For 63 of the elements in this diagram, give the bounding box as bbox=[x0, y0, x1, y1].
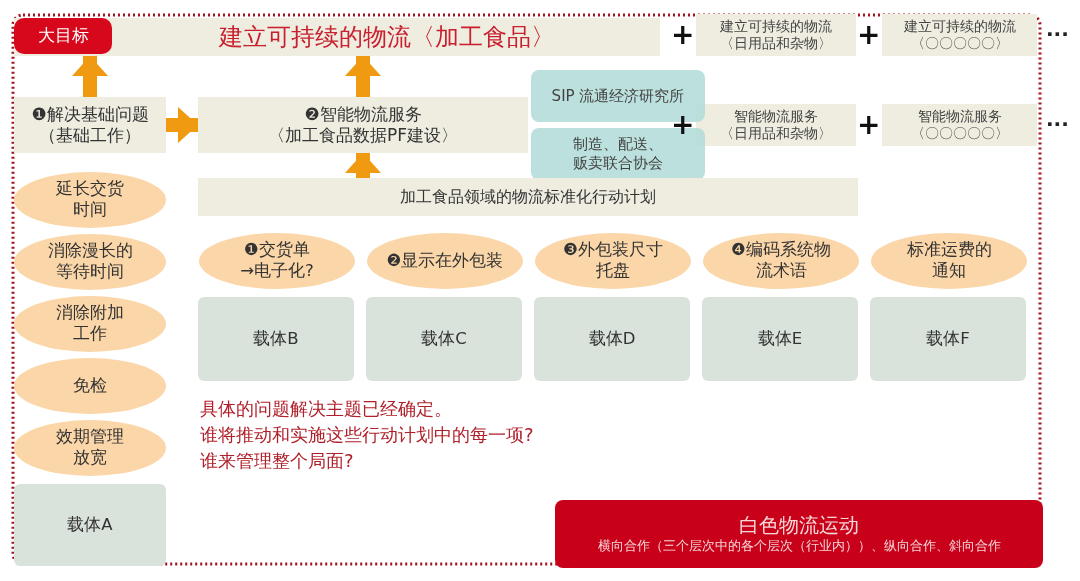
ellipsis: ··· bbox=[1046, 112, 1069, 136]
ellipsis: ··· bbox=[1046, 22, 1069, 46]
topic-ellipse bbox=[14, 296, 166, 352]
box-label: 建立可持续的物流〈〇〇〇〇〇〉 bbox=[903, 18, 1016, 52]
carrier-box bbox=[14, 484, 166, 566]
box-label: 消除附加工作 bbox=[55, 303, 125, 345]
topic-ellipse bbox=[14, 234, 166, 290]
carrier-box bbox=[198, 297, 354, 381]
goal-band bbox=[14, 18, 660, 56]
box-title: 白色物流运动 bbox=[739, 513, 859, 539]
box-label: 加工食品领域的物流标准化行动计划 bbox=[400, 187, 656, 207]
box-label: 制造、配送、贩卖联合协会 bbox=[572, 135, 664, 173]
goal-band bbox=[696, 14, 856, 56]
box-label: 消除漫长的等待时间 bbox=[46, 241, 134, 283]
step-band bbox=[14, 97, 166, 153]
box-label: 载体A bbox=[67, 514, 113, 536]
goal-band bbox=[696, 104, 856, 146]
box-label: ❶交货单→电子化? bbox=[240, 240, 314, 282]
box-label: 智能物流服务〈〇〇〇〇〇〉 bbox=[910, 108, 1009, 142]
carrier-box bbox=[870, 297, 1026, 381]
box-label: 载体E bbox=[757, 328, 803, 350]
box-label: 建立可持续的物流〈日用品和杂物〉 bbox=[720, 18, 832, 52]
goal-band bbox=[882, 14, 1037, 56]
topic-ellipse bbox=[14, 172, 166, 228]
block-arrow bbox=[72, 56, 108, 97]
box-label: 载体C bbox=[421, 328, 467, 350]
box-label: 免检 bbox=[73, 375, 107, 397]
box-label: 延长交货时间 bbox=[55, 179, 125, 221]
topic-ellipse bbox=[14, 358, 166, 414]
box-label: 大目标 bbox=[37, 25, 89, 47]
box-label: ❸外包装尺寸托盘 bbox=[562, 240, 664, 282]
movement-box bbox=[555, 500, 1043, 568]
box-label: ❹编码系统物流术语 bbox=[730, 240, 832, 282]
question-text: 谁来管理整个局面? bbox=[200, 450, 354, 472]
step-band bbox=[198, 97, 528, 153]
question-text: 具体的问题解决主题已经确定。 bbox=[200, 398, 452, 420]
box-label: 载体D bbox=[588, 328, 636, 350]
carrier-box bbox=[366, 297, 522, 381]
box-subtitle: 横向合作（三个层次中的各个层次（行业内））、纵向合作、斜向合作 bbox=[597, 538, 1001, 555]
box-label: 智能物流服务〈日用品和杂物〉 bbox=[720, 108, 832, 142]
box-label: 标准运费的通知 bbox=[905, 240, 993, 282]
box-label: 效期管理放宽 bbox=[55, 427, 125, 469]
plus-sign: + bbox=[671, 18, 695, 52]
goal-band bbox=[882, 104, 1037, 146]
box-label: ❷智能物流服务〈加工食品数据PF建设〉 bbox=[268, 103, 458, 147]
block-arrow bbox=[166, 107, 198, 143]
box-label: ❷显示在外包装 bbox=[386, 250, 504, 272]
question-text: 谁将推动和实施这些行动计划中的每一项? bbox=[200, 424, 534, 446]
plus-sign: + bbox=[857, 18, 881, 52]
block-arrow bbox=[345, 56, 381, 97]
box-label: SIP 流通经济研究所 bbox=[551, 86, 685, 106]
box-label: 建立可持续的物流〈加工食品〉 bbox=[219, 22, 555, 52]
plus-sign: + bbox=[671, 108, 695, 142]
plus-sign: + bbox=[857, 108, 881, 142]
box-label: ❶解决基础问题（基础工作） bbox=[31, 103, 149, 147]
goal-badge bbox=[14, 18, 112, 54]
box-label: 载体B bbox=[253, 328, 299, 350]
carrier-box bbox=[702, 297, 858, 381]
box-label: 载体F bbox=[926, 328, 970, 350]
block-arrow bbox=[345, 153, 381, 178]
carrier-box bbox=[534, 297, 690, 381]
topic-ellipse bbox=[14, 420, 166, 476]
plan-band bbox=[198, 178, 858, 216]
